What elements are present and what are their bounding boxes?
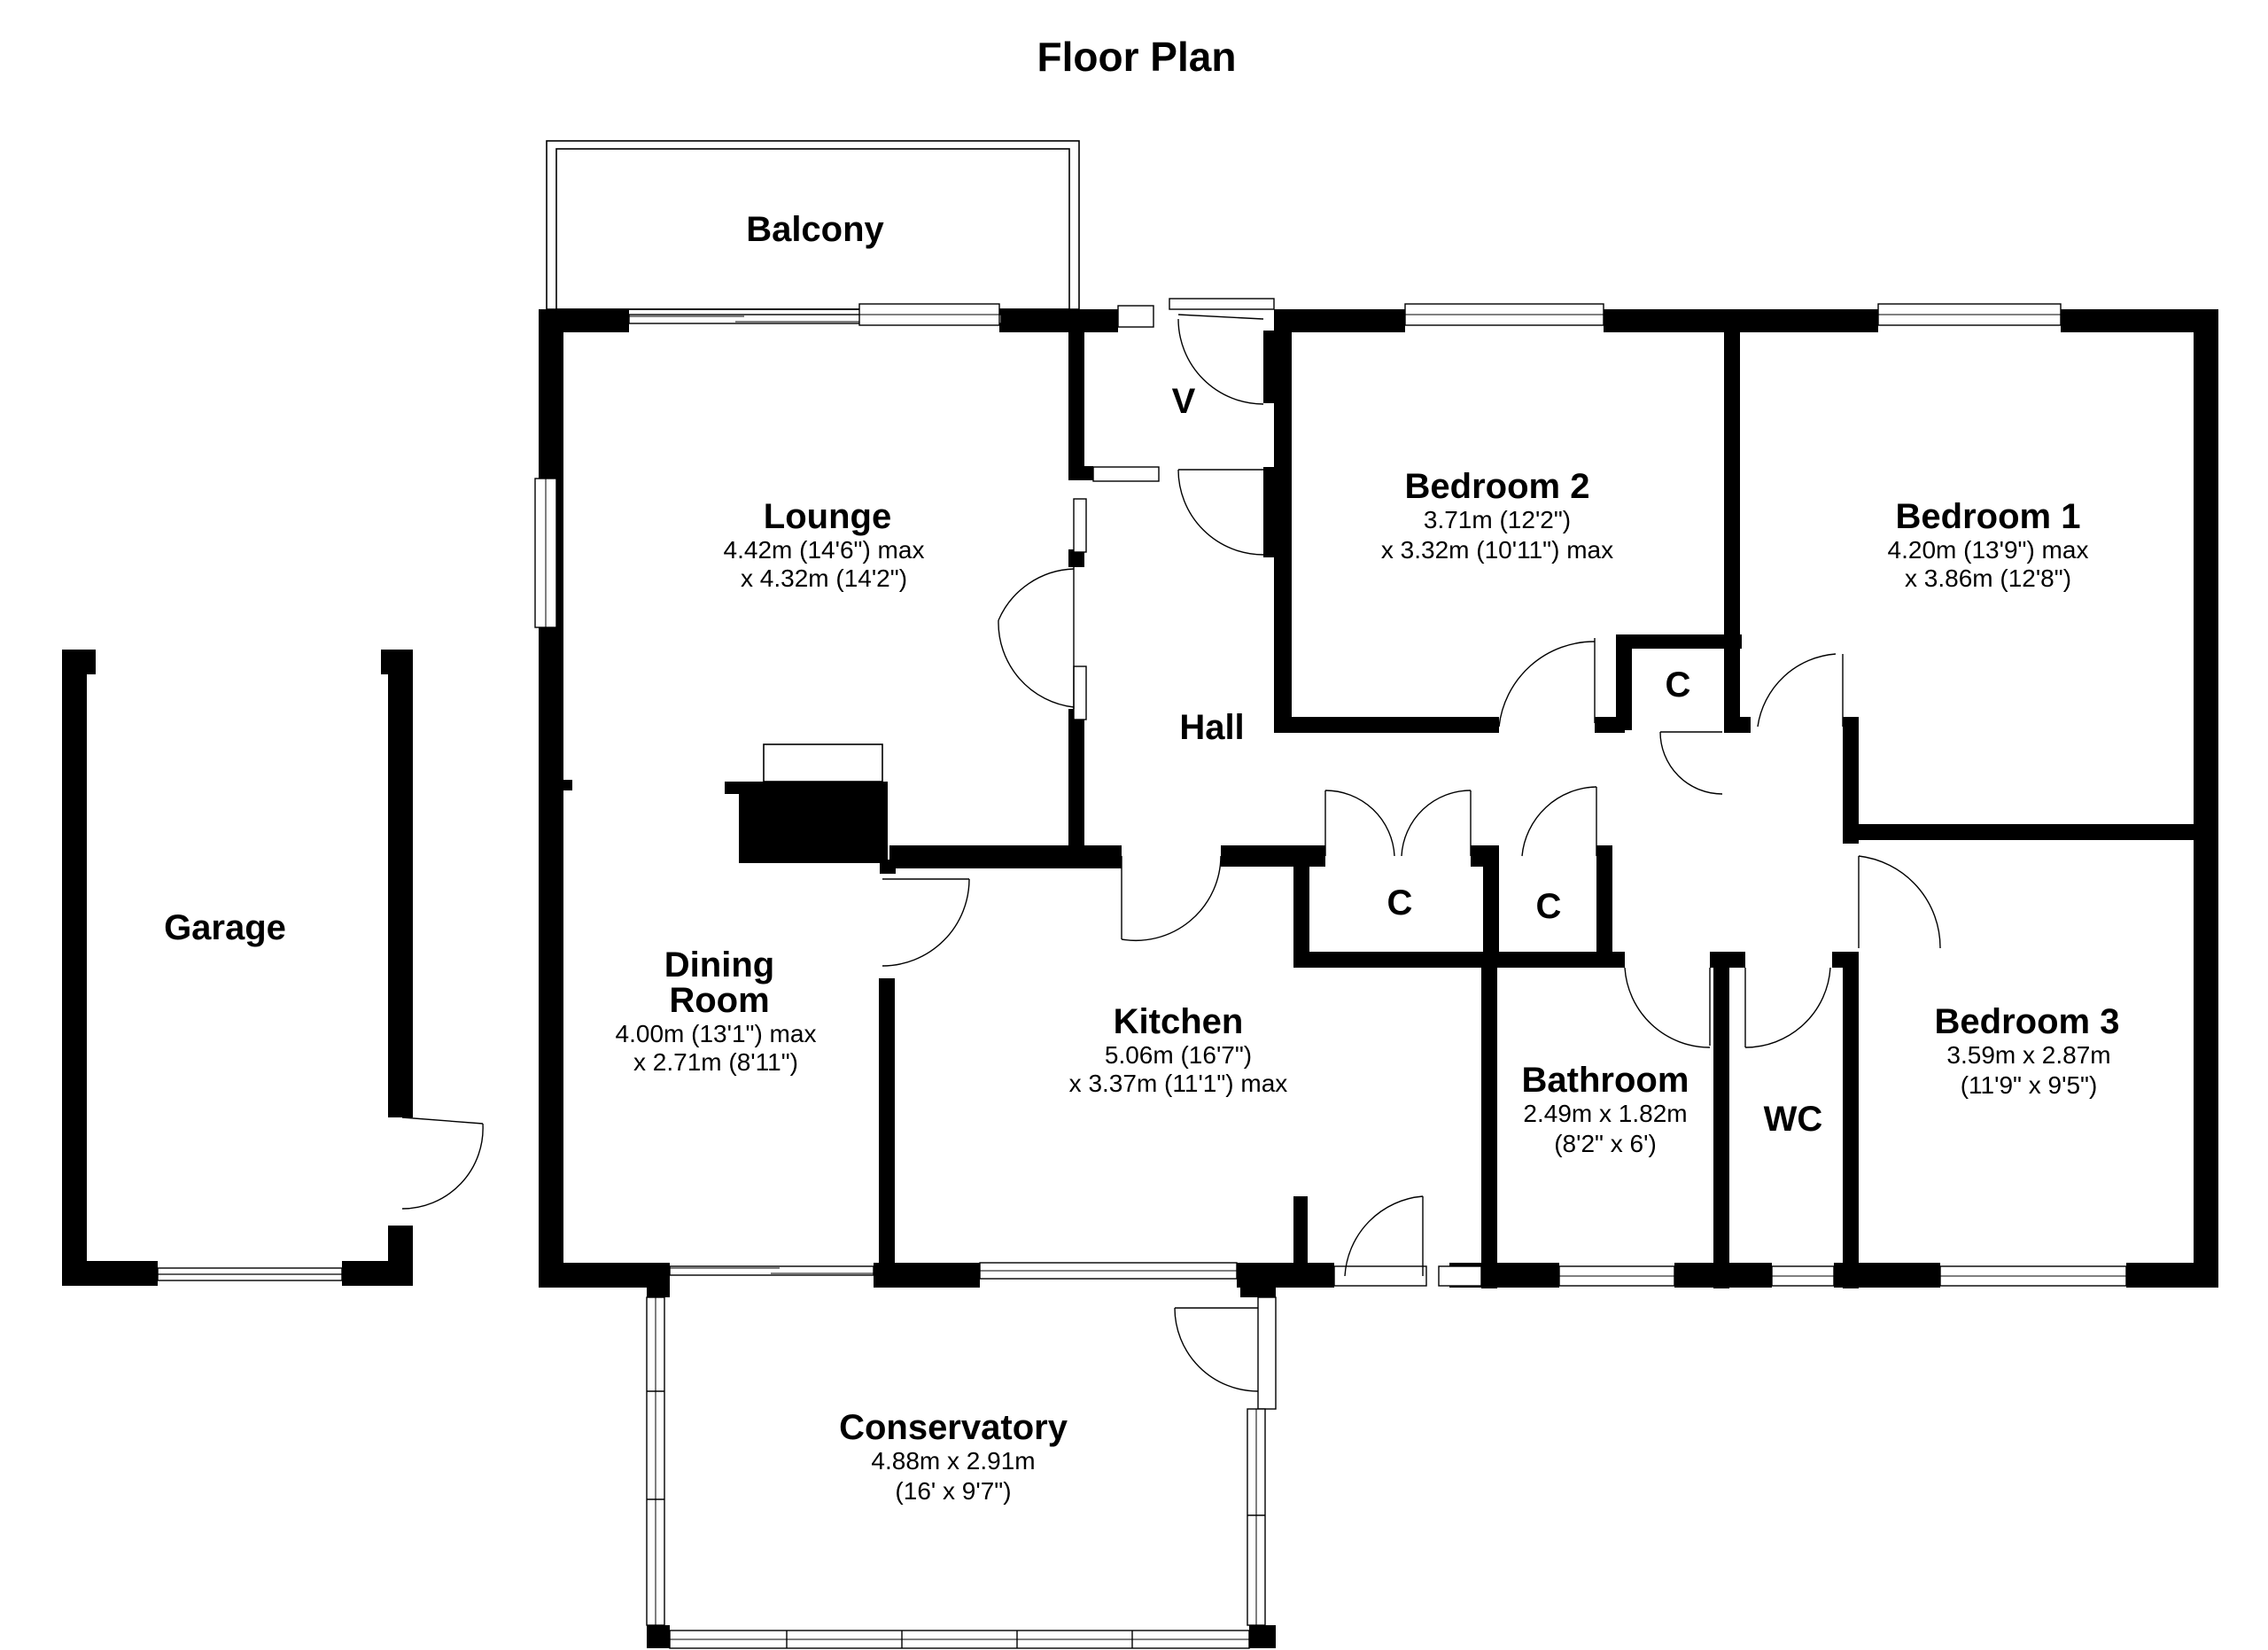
conservatory-dimension-1: 4.88m x 2.91m: [871, 1447, 1035, 1475]
dining-label-line1: Dining: [664, 946, 774, 985]
garage-window: [157, 1267, 343, 1281]
cupboard1-label: C: [1387, 883, 1413, 922]
lounge-dimension-1: 4.42m (14'6") max: [724, 536, 925, 564]
vestibule-label: V: [1172, 382, 1196, 421]
room-labels: Balcony Lounge 4.42m (14'6") max x 4.32m…: [164, 210, 2119, 1505]
cupboard2-label: C: [1536, 887, 1562, 926]
conservatory-label: Conservatory: [839, 1408, 1068, 1447]
conservatory-frame: [646, 1276, 1277, 1649]
garage-door: [401, 1117, 484, 1210]
bedroom3-label: Bedroom 3: [1935, 1002, 2120, 1041]
bedroom1-label: Bedroom 1: [1896, 497, 2081, 536]
bathroom-label: Bathroom: [1522, 1061, 1689, 1100]
bedroom3-dimension-1: 3.59m x 2.87m: [1946, 1041, 2110, 1069]
lounge-dimension-2: x 4.32m (14'2"): [741, 564, 907, 592]
house-doors: [882, 314, 1941, 1392]
dining-dimension-2: x 2.71m (8'11"): [633, 1048, 798, 1076]
bedroom1-dimension-2: x 3.86m (12'8"): [1905, 564, 2071, 592]
dining-dimension-1: 4.00m (13'1") max: [616, 1020, 817, 1047]
bedroom2-dimension-1: 3.71m (12'2"): [1424, 506, 1571, 533]
balcony-label: Balcony: [746, 210, 884, 249]
bedroom3-dimension-2: (11'9" x 9'5"): [1961, 1071, 2098, 1099]
bedroom2-dimension-2: x 3.32m (10'11") max: [1381, 536, 1613, 564]
bedroom2-label: Bedroom 2: [1405, 467, 1590, 506]
dining-label-line2: Room: [669, 981, 769, 1020]
garage-walls: [62, 650, 413, 1286]
bathroom-dimension-2: (8'2" x 6'): [1554, 1130, 1657, 1157]
bedroom1-dimension-1: 4.20m (13'9") max: [1888, 536, 2089, 564]
cupboard-bedroom-label: C: [1666, 665, 1691, 704]
kitchen-dimension-2: x 3.37m (11'1") max: [1069, 1070, 1288, 1097]
house-windows: [534, 298, 2127, 1287]
hall-label: Hall: [1179, 708, 1244, 747]
balcony-outline: [546, 140, 1080, 310]
house-walls: [539, 309, 2218, 1288]
wc-label: WC: [1764, 1100, 1823, 1139]
plan-title: Floor Plan: [1037, 34, 1237, 80]
lounge-label: Lounge: [764, 497, 891, 536]
kitchen-label: Kitchen: [1114, 1002, 1244, 1041]
conservatory-dimension-2: (16' x 9'7"): [895, 1477, 1011, 1505]
bathroom-dimension-1: 2.49m x 1.82m: [1523, 1100, 1687, 1127]
garage-label: Garage: [164, 908, 286, 947]
kitchen-dimension-1: 5.06m (16'7"): [1105, 1041, 1252, 1069]
